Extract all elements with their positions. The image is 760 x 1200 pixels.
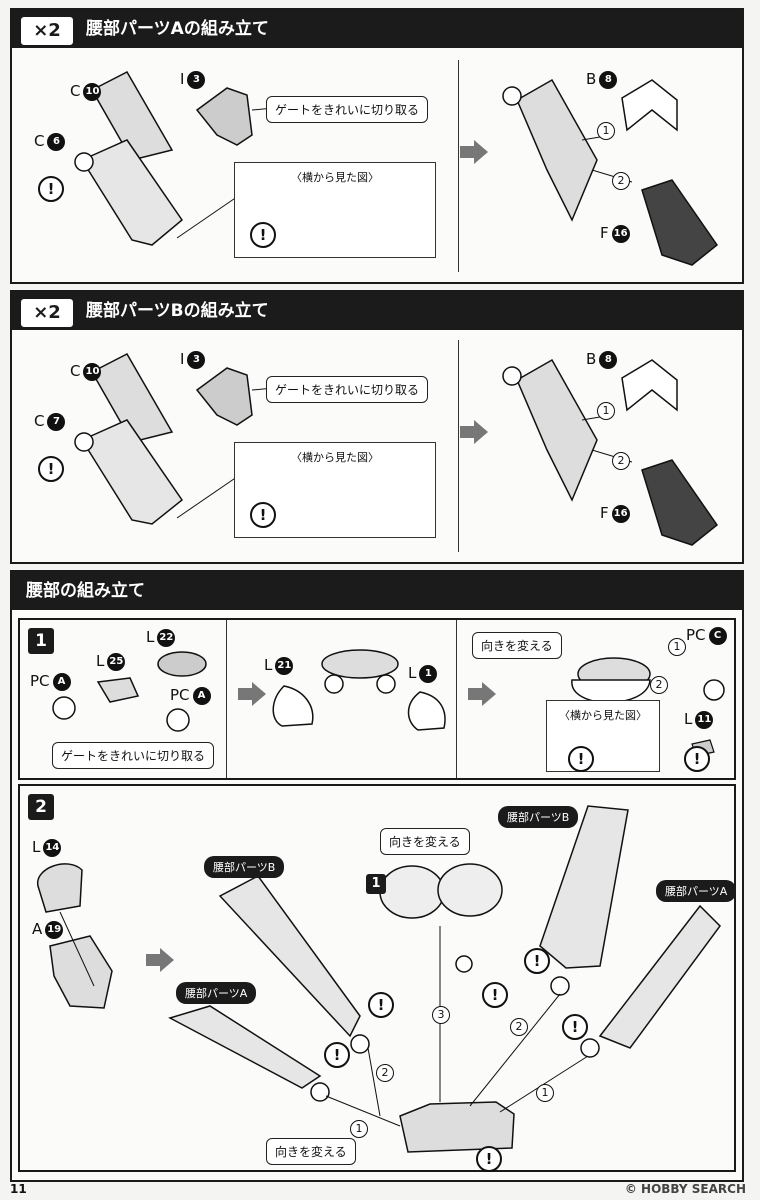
section-title: 腰部の組み立て	[26, 581, 145, 601]
part-illustration-left	[74, 353, 403, 525]
section-title: 腰部パーツBの組み立て	[86, 301, 269, 321]
caution-icon: !	[568, 746, 594, 772]
next-arrow	[460, 140, 488, 164]
multiplier-badge: ×2	[21, 299, 73, 327]
section-header: ×2 腰部パーツBの組み立て	[12, 292, 742, 330]
step-2-illustration	[37, 805, 721, 1153]
next-arrow	[468, 682, 496, 706]
order-marker-2: 2	[510, 1018, 528, 1036]
side-view-title: 〈横から見た図〉	[291, 171, 379, 184]
callout-gate-cut: ゲートをきれいに切り取る	[266, 96, 429, 123]
side-view-title: 〈横から見た図〉	[291, 451, 379, 464]
section-title: 腰部パーツAの組み立て	[86, 19, 269, 39]
order-marker-3: 3	[432, 1006, 450, 1024]
order-marker-1: 1	[350, 1120, 368, 1138]
order-marker-1: 1	[536, 1084, 554, 1102]
order-marker-1: 1	[668, 638, 686, 656]
caution-icon: !	[250, 222, 276, 248]
caution-icon: !	[476, 1146, 502, 1172]
caution-icon: !	[250, 502, 276, 528]
divider	[456, 620, 457, 778]
part-illustration-right	[502, 358, 719, 546]
order-marker-1: 1	[597, 402, 615, 420]
callout-turn-bottom: 向きを変える	[266, 1138, 356, 1165]
caution-icon: !	[482, 982, 508, 1008]
tag-waist-b-right: 腰部パーツB	[498, 806, 579, 828]
substep-1-marker: 1	[366, 874, 386, 894]
order-marker-2: 2	[612, 172, 630, 190]
step-number: 2	[28, 794, 54, 820]
caution-icon: !	[324, 1042, 350, 1068]
caution-icon: !	[38, 456, 64, 482]
order-marker-2: 2	[650, 676, 668, 694]
tag-waist-a-right: 腰部パーツA	[656, 880, 737, 902]
order-marker-1: 1	[597, 122, 615, 140]
tag-waist-a-left: 腰部パーツA	[176, 982, 257, 1004]
section-header: ×2 腰部パーツAの組み立て	[12, 10, 742, 48]
next-arrow	[146, 948, 174, 972]
order-marker-2: 2	[612, 452, 630, 470]
next-arrow	[238, 682, 266, 706]
divider	[226, 620, 227, 778]
side-view-title: 〈横から見た図〉	[559, 709, 647, 722]
caution-icon: !	[562, 1014, 588, 1040]
multiplier-badge: ×2	[21, 17, 73, 45]
callout-turn: 向きを変える	[472, 632, 562, 659]
callout-gate-cut: ゲートをきれいに切り取る	[52, 742, 215, 769]
watermark-credit: © HOBBY SEARCH	[624, 1182, 746, 1196]
caution-icon: !	[368, 992, 394, 1018]
step-number: 1	[28, 628, 54, 654]
caution-icon: !	[684, 746, 710, 772]
page-number: 11	[10, 1182, 27, 1196]
caution-icon: !	[524, 948, 550, 974]
divider	[458, 60, 459, 272]
callout-turn-top: 向きを変える	[380, 828, 470, 855]
next-arrow	[460, 420, 488, 444]
order-marker-2: 2	[376, 1064, 394, 1082]
caution-icon: !	[38, 176, 64, 202]
section-header: 腰部の組み立て	[12, 572, 742, 610]
tag-waist-b-left: 腰部パーツB	[204, 856, 285, 878]
divider	[458, 340, 459, 552]
callout-gate-cut: ゲートをきれいに切り取る	[266, 376, 429, 403]
side-view-panel: 〈横から見た図〉	[546, 700, 660, 772]
